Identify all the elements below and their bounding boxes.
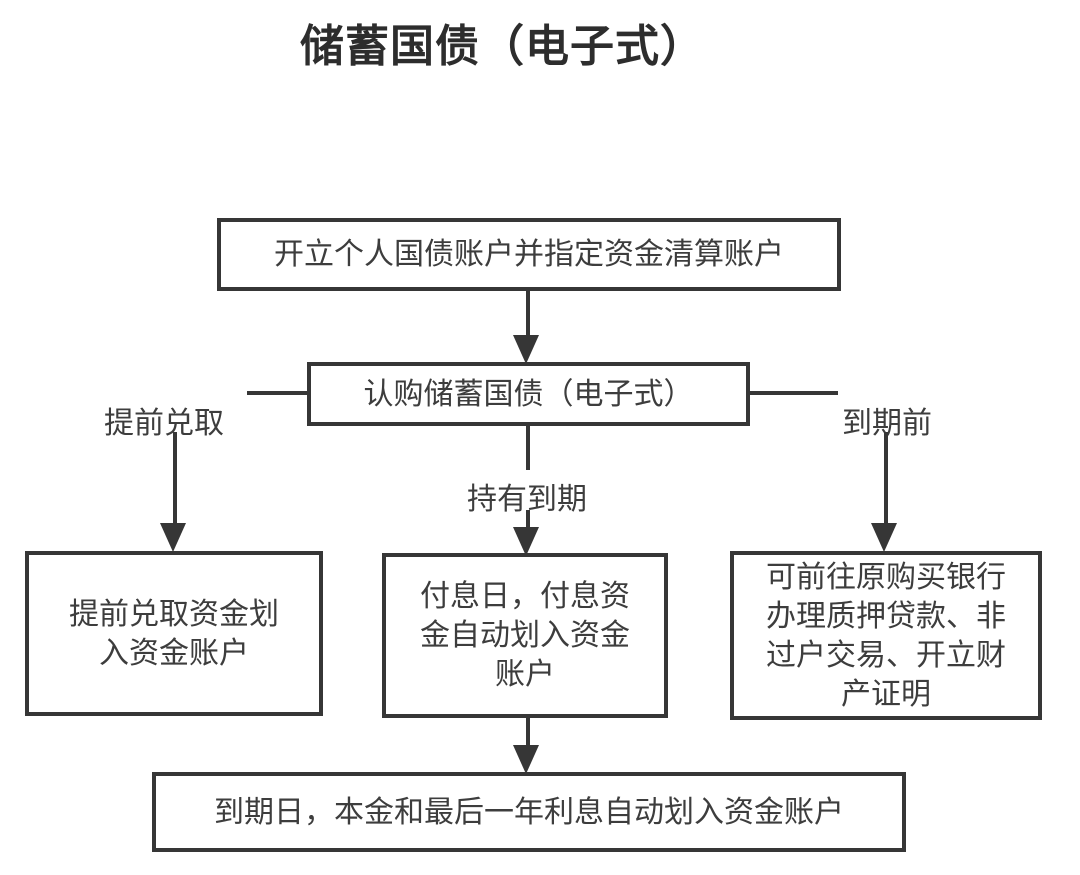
connector-hold-maturity-line-bottom bbox=[526, 510, 530, 530]
connector-before-maturity-hline bbox=[750, 391, 838, 395]
connector-early-redeem-arrowhead-icon bbox=[160, 523, 186, 552]
connector-step1-step2-arrowhead-icon bbox=[513, 335, 539, 364]
interest-line-3: 账户 bbox=[495, 658, 555, 691]
flow-box-open-account-text: 开立个人国债账户并指定资金清算账户 bbox=[274, 238, 784, 271]
interest-line-1: 付息日，付息资 bbox=[420, 580, 630, 613]
flow-box-subscribe-text: 认购储蓄国债（电子式） bbox=[363, 377, 694, 411]
connector-hold-maturity-arrowhead-icon bbox=[513, 527, 539, 556]
connector-early-redeem-hline bbox=[247, 391, 307, 395]
flow-box-open-account: 开立个人国债账户并指定资金清算账户 bbox=[217, 218, 841, 291]
branch-label-early-redeem: 提前兑取 bbox=[104, 407, 224, 440]
connector-step1-step2-line bbox=[526, 291, 530, 338]
flow-box-subscribe: 认购储蓄国债（电子式） bbox=[307, 362, 750, 426]
connector-before-maturity-line bbox=[884, 432, 888, 526]
early-redeem-line-2: 入资金账户 bbox=[99, 636, 249, 670]
connector-interest-maturity-line bbox=[526, 718, 530, 748]
page-title: 储蓄国债（电子式） bbox=[300, 22, 705, 71]
connector-interest-maturity-arrowhead-icon bbox=[513, 745, 539, 774]
services-line-3: 过户交易、开立财 bbox=[766, 638, 1006, 672]
services-line-1: 可前往原购买银行 bbox=[766, 560, 1006, 594]
flow-box-interest-payment: 付息日，付息资 金自动划入资金 账户 bbox=[382, 553, 668, 718]
early-redeem-line-1: 提前兑取资金划 bbox=[69, 597, 279, 631]
services-line-4: 产证明 bbox=[841, 677, 931, 711]
connector-hold-maturity-line-top bbox=[526, 426, 530, 470]
flow-box-early-redeem-result: 提前兑取资金划 入资金账户 bbox=[25, 551, 323, 716]
flow-box-maturity-payout: 到期日，本金和最后一年利息自动划入资金账户 bbox=[152, 772, 906, 852]
connector-early-redeem-line bbox=[173, 432, 177, 526]
services-line-2: 办理质押贷款、非 bbox=[766, 599, 1006, 633]
flow-box-maturity-payout-text: 到期日，本金和最后一年利息自动划入资金账户 bbox=[214, 795, 844, 829]
interest-line-2: 金自动划入资金 bbox=[420, 619, 630, 652]
flow-box-before-maturity-services: 可前往原购买银行 办理质押贷款、非 过户交易、开立财 产证明 bbox=[730, 551, 1042, 720]
connector-before-maturity-arrowhead-icon bbox=[871, 523, 897, 552]
